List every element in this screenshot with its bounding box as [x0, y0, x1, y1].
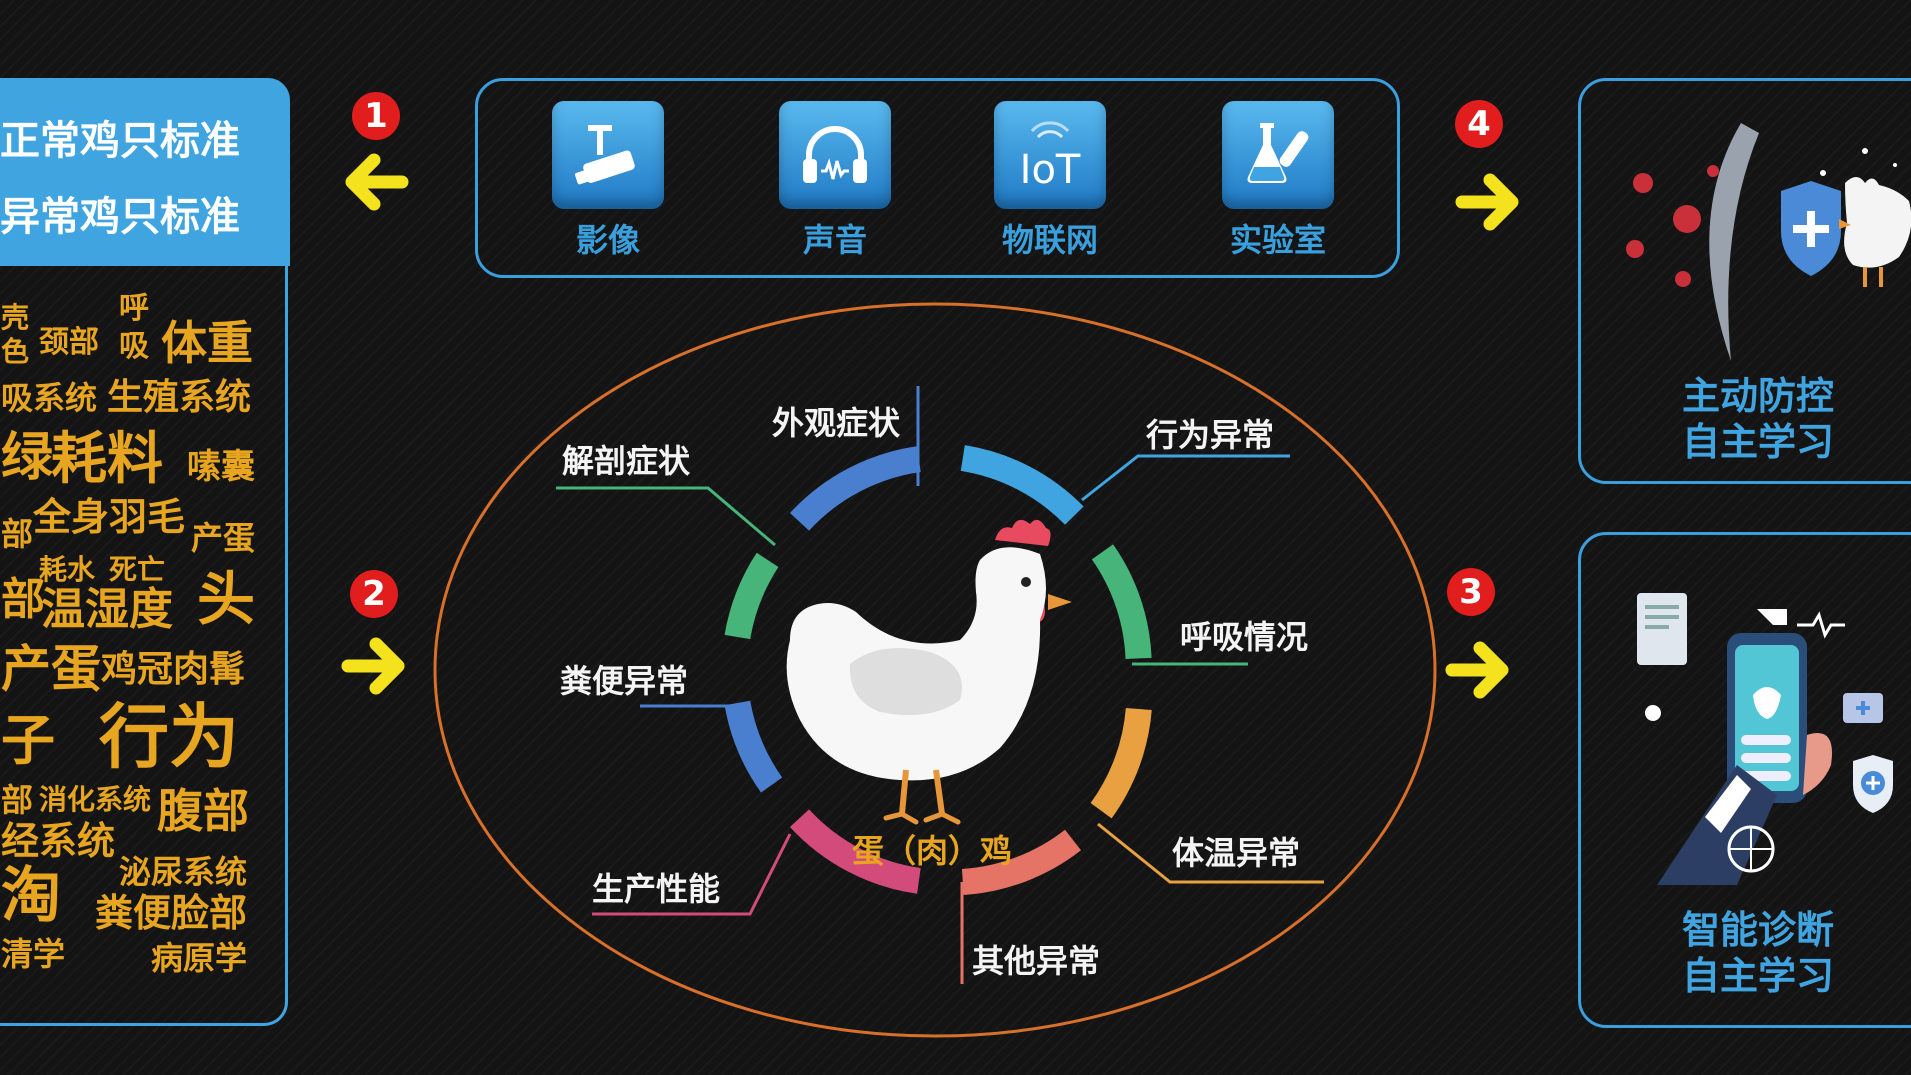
- camera-icon: [552, 101, 664, 209]
- source-iot: IoT 物联网: [975, 101, 1125, 261]
- source-sound: 声音: [760, 101, 910, 261]
- label-other: 其他异常: [972, 942, 1101, 980]
- hen-icon: [786, 519, 1072, 825]
- cloud-word: 耗水: [39, 553, 96, 586]
- panel-title-line: 智能诊断: [1681, 908, 1834, 952]
- panel-title-line: 主动防控: [1681, 374, 1834, 418]
- cloud-word: 吸系统: [1, 379, 98, 417]
- ring-segment: [960, 445, 1084, 525]
- cloud-word: 部: [1, 781, 34, 819]
- ring-segment: [1091, 544, 1152, 660]
- arrow-right-icon: [341, 637, 405, 695]
- cloud-word: 子: [1, 709, 55, 772]
- ring-segment: [724, 552, 779, 640]
- source-lab: 实验室: [1203, 101, 1353, 261]
- cloud-word: 温湿度: [41, 584, 173, 635]
- cloud-word: 行为: [99, 696, 239, 778]
- arrow-left-icon: [345, 153, 409, 211]
- cloud-word: 产蛋: [191, 519, 256, 557]
- smart-diagnosis-panel: 智能诊断 自主学习: [1578, 532, 1911, 1028]
- label-body-temp: 体温异常: [1172, 834, 1301, 872]
- cloud-word: 泌尿系统: [119, 853, 248, 891]
- cloud-word: 鸡冠肉髯: [101, 649, 246, 690]
- source-label: 影像: [575, 221, 640, 259]
- source-label: 物联网: [1001, 221, 1098, 259]
- step-badge-2: 2: [350, 570, 398, 618]
- ring-segment: [961, 829, 1082, 895]
- cloud-word: 部: [1, 515, 34, 553]
- cloud-word: 淘: [1, 861, 61, 931]
- cloud-word: 全身羽毛: [33, 495, 186, 539]
- label-behavior: 行为异常: [1146, 416, 1275, 454]
- data-source-panel: 影像 声音 IoT 物联网: [475, 78, 1400, 278]
- cloud-word: 产蛋: [1, 640, 101, 698]
- cloud-word: 生殖系统: [107, 377, 252, 418]
- cloud-word: 头: [197, 565, 256, 633]
- arrow-right-icon: [1445, 641, 1509, 699]
- leader-line: [592, 833, 792, 916]
- cloud-word: 颈部: [39, 325, 99, 360]
- cloud-word: 体重: [161, 316, 253, 370]
- ring-segment: [1090, 707, 1152, 819]
- arrow-right-icon: [1455, 173, 1519, 231]
- panel-title-line: 自主学习: [1681, 420, 1834, 464]
- cloud-word: 色: [1, 335, 30, 368]
- label-production: 生产性能: [592, 870, 721, 908]
- step-badge-3: 3: [1447, 568, 1495, 616]
- label-appearance: 外观症状: [772, 404, 901, 442]
- phone-diagnosis-icon: [1637, 593, 1893, 885]
- leader-line: [1081, 454, 1290, 502]
- lab-flask-icon: [1222, 101, 1334, 209]
- cloud-word: 病原学: [151, 939, 248, 977]
- leader-line: [556, 486, 776, 547]
- cloud-word: 呼: [119, 291, 149, 326]
- label-anatomy: 解剖症状: [562, 442, 691, 480]
- cloud-word: 绿: [1, 428, 54, 488]
- cloud-word: 嗉囊: [187, 447, 255, 487]
- ring-segment: [789, 809, 921, 894]
- cloud-word: 部: [1, 574, 45, 625]
- cloud-word: 消化系统: [39, 783, 152, 816]
- iot-tile-text: IoT: [1020, 147, 1081, 193]
- cloud-word: 经系统: [1, 819, 116, 863]
- source-imaging: 影像: [533, 101, 683, 261]
- outer-ellipse: [433, 302, 1437, 1038]
- abnormal-standard-label: 异常鸡只标准: [0, 194, 240, 240]
- cloud-word: 清学: [1, 935, 66, 973]
- ring-segment: [789, 446, 921, 531]
- normal-standard-label: 正常鸡只标准: [0, 118, 240, 164]
- symptom-word-cloud: 壳 色 颈部 呼 吸 体重 吸系统 生殖系统 绿 耗料 嗉囊 部 全身羽毛 产蛋…: [0, 266, 288, 1026]
- cloud-word: 耗料: [51, 427, 163, 492]
- shield-chicken-icon: [1626, 123, 1911, 361]
- panel-title-line: 自主学习: [1681, 954, 1834, 998]
- leader-line: [1097, 822, 1324, 884]
- cloud-word: 壳: [1, 301, 30, 334]
- cloud-word: 死亡: [109, 553, 166, 586]
- label-respiration: 呼吸情况: [1180, 618, 1309, 656]
- ring-segment: [724, 700, 783, 793]
- step-badge-4: 4: [1455, 100, 1503, 148]
- source-label: 实验室: [1229, 221, 1326, 259]
- iot-icon: IoT: [994, 101, 1106, 209]
- cloud-word: 腹部: [157, 784, 249, 838]
- cloud-word: 粪便脸部: [95, 891, 248, 935]
- center-caption: 蛋（肉）鸡: [852, 832, 1013, 870]
- cloud-word: 吸: [119, 329, 149, 364]
- active-prevention-panel: 主动防控 自主学习: [1578, 78, 1911, 484]
- step-badge-1: 1: [352, 92, 400, 140]
- label-feces: 粪便异常: [560, 662, 689, 700]
- standards-header: 正常鸡只标准 异常鸡只标准: [0, 78, 290, 266]
- source-label: 声音: [802, 221, 867, 259]
- headphones-icon: [779, 101, 891, 209]
